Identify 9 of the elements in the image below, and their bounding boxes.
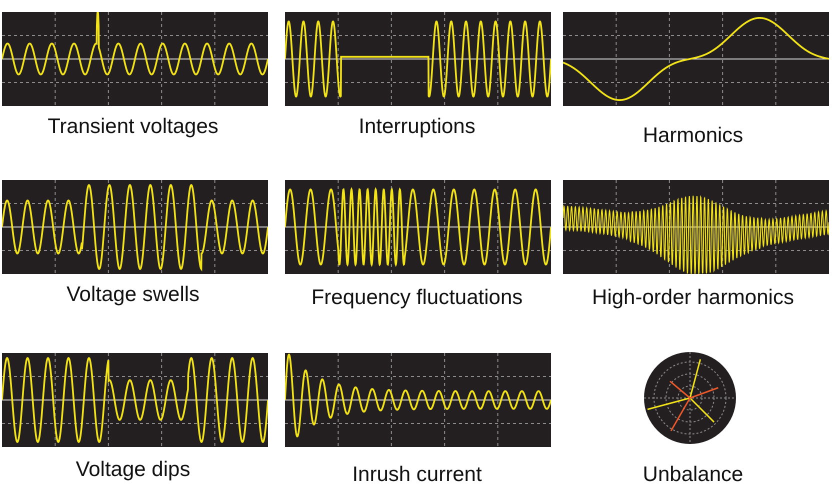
caption: High-order harmonics — [592, 286, 794, 310]
caption: Inrush current — [352, 463, 482, 487]
caption: Transient voltages — [48, 115, 218, 139]
caption: Harmonics — [642, 124, 744, 148]
caption: Interruptions — [358, 115, 476, 139]
caption: Unbalance — [642, 463, 744, 487]
caption: Voltage dips — [76, 458, 190, 482]
caption: Frequency fluctuations — [311, 286, 523, 310]
caption: Voltage swells — [66, 283, 200, 307]
